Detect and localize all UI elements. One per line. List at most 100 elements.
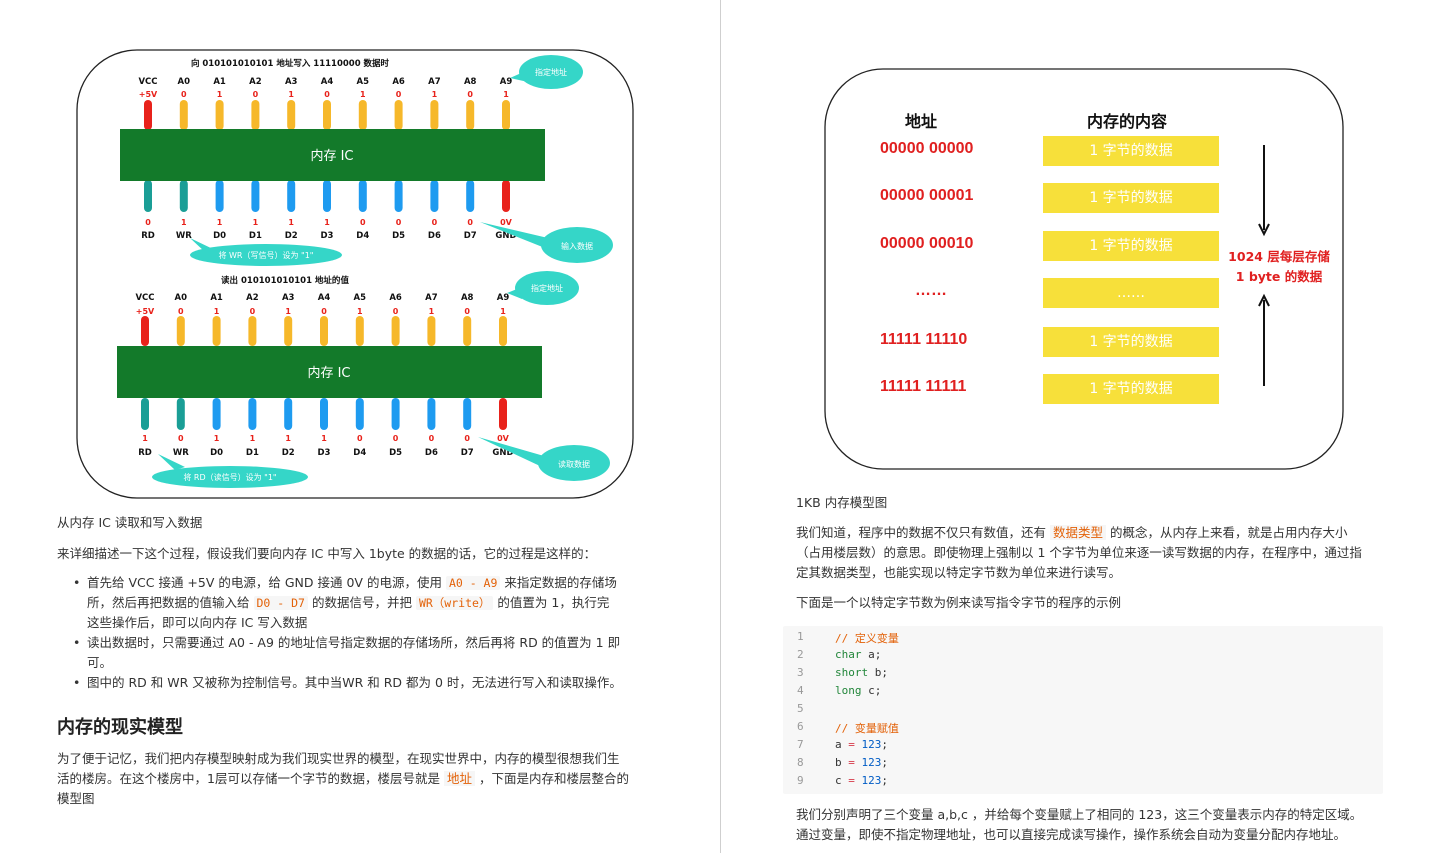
intro-paragraph: 来详细描述一下这个过程，假设我们要向内存 IC 中写入 1byte 的数据的话，… xyxy=(57,546,597,561)
bottom-pin xyxy=(176,398,185,430)
bottom-pin xyxy=(391,398,400,430)
top-pin xyxy=(284,316,293,346)
pin-label: A8 xyxy=(461,293,474,303)
code-comment: // 变量赋值 xyxy=(835,722,899,735)
pin-label: A4 xyxy=(321,77,334,87)
memory-ic-chip xyxy=(117,346,542,398)
bottom-pin xyxy=(499,398,507,430)
bottom-pin xyxy=(358,180,367,212)
pin-value: 1 xyxy=(288,218,294,227)
memory-address: 11111 11111 xyxy=(880,378,967,395)
top-pin xyxy=(141,316,149,346)
page-divider xyxy=(720,0,721,853)
pin-label: A9 xyxy=(497,293,510,303)
bubble-addr-1: 指定地址 xyxy=(510,55,583,89)
top-pin xyxy=(463,316,472,346)
memory-cell: 1 字节的数据 xyxy=(1043,183,1219,213)
bottom-pin xyxy=(466,180,475,212)
write-chip-group: VCC+5V0RDA001WRA111D0A201D1A311D2A401D3A… xyxy=(120,77,545,241)
svg-text:输入数据: 输入数据 xyxy=(561,241,593,251)
pin-value: 0 xyxy=(432,218,438,227)
bubble-read: 读取数据 xyxy=(478,437,610,481)
svg-text:指定地址: 指定地址 xyxy=(531,283,563,293)
top-pin xyxy=(430,100,439,130)
memory-model-caption: 1KB 内存模型图 xyxy=(796,495,888,510)
pin-value: +5V xyxy=(136,307,155,316)
read-chip-group: VCC+5V1RDA000WRA111D0A201D1A311D2A401D3A… xyxy=(117,293,542,458)
line-number: 3 xyxy=(797,666,804,679)
bottom-pin xyxy=(179,180,188,212)
pin-label: D0 xyxy=(210,448,223,458)
pin-value: 0 xyxy=(467,90,473,99)
pin-label: A3 xyxy=(282,293,295,303)
diagram-caption: 从内存 IC 读取和写入数据 xyxy=(57,515,203,530)
model-paragraph: 为了便于记忆，我们把内存模型映射成为我们现实世界的模型，在现实世界中，内存的模型… xyxy=(57,751,629,806)
pin-label: GND xyxy=(492,448,513,458)
bottom-pin xyxy=(323,180,331,212)
top-pin xyxy=(394,100,403,130)
memory-cell: 1 字节的数据 xyxy=(1043,327,1219,357)
bottom-pin xyxy=(212,398,221,430)
line-number: 8 xyxy=(797,756,804,769)
pin-label: D7 xyxy=(464,231,477,241)
pin-value: 1 xyxy=(285,307,291,316)
top-pin xyxy=(144,100,152,130)
datatype-paragraph: 我们知道，程序中的数据不仅只有数值，还有 数据类型 的概念，从内存上来看，就是占… xyxy=(796,525,1362,580)
bottom-pin xyxy=(463,398,472,430)
inline-code: WR（write） xyxy=(415,596,494,610)
pin-value: 0 xyxy=(357,434,363,443)
pin-value: 1 xyxy=(217,218,223,227)
top-pin xyxy=(466,100,475,130)
pin-value: 0 xyxy=(324,90,330,99)
steps-list: 首先给 VCC 接通 +5V 的电源，给 GND 接通 0V 的电源，使用 A0… xyxy=(57,573,677,693)
svg-text:将 WR（写信号）设为 "1": 将 WR（写信号）设为 "1" xyxy=(218,250,313,260)
pin-label: A5 xyxy=(354,293,367,303)
top-pin xyxy=(176,316,185,346)
code-comment: // 定义变量 xyxy=(835,632,899,645)
variables-paragraph: 我们分别声明了三个变量 a,b,c ，并给每个变量赋上了相同的 123，这三个变… xyxy=(796,807,1363,842)
pin-label: RD xyxy=(138,448,152,458)
bottom-pin xyxy=(502,180,510,212)
memory-cell: …… xyxy=(1043,278,1219,308)
left-page: 向 010101010101 地址写入 11110000 数据时 读出 0101… xyxy=(0,0,720,853)
line-number: 9 xyxy=(797,774,804,787)
pin-label: D6 xyxy=(425,448,438,458)
chip-label: 内存 IC xyxy=(307,365,350,381)
pin-value: 1 xyxy=(214,307,220,316)
pin-value: 1 xyxy=(217,90,223,99)
pin-value: 0 xyxy=(393,307,399,316)
pin-value: 1 xyxy=(250,434,256,443)
pin-value: 1 xyxy=(181,218,187,227)
line-number: 1 xyxy=(797,630,804,643)
pin-value: 0 xyxy=(360,218,366,227)
line-number: 2 xyxy=(797,648,804,661)
pin-label: D4 xyxy=(356,231,369,241)
pin-value: 1 xyxy=(432,90,438,99)
line-number: 6 xyxy=(797,720,804,733)
pin-label: A9 xyxy=(500,77,513,87)
pin-value: 0V xyxy=(497,434,510,443)
section-heading: 内存的现实模型 xyxy=(57,717,183,738)
pin-label: A4 xyxy=(318,293,331,303)
example-intro: 下面是一个以特定字节数为例来读写指令字节的程序的示例 xyxy=(796,595,1122,610)
inline-code: A0 - A9 xyxy=(445,576,501,590)
top-pin xyxy=(502,100,510,130)
pin-value: 1 xyxy=(288,90,294,99)
pin-value: 1 xyxy=(321,434,327,443)
pin-value: 1 xyxy=(357,307,363,316)
list-item: 读出数据时，只需要通过 A0 - A9 的地址信号指定数据的存储场所，然后再将 … xyxy=(57,633,677,673)
bottom-pin xyxy=(287,180,296,212)
pin-value: 0 xyxy=(396,218,402,227)
pin-label: A7 xyxy=(428,77,441,87)
bottom-pin xyxy=(251,180,260,212)
pin-label: D4 xyxy=(353,448,366,458)
pin-label: D7 xyxy=(461,448,474,458)
inline-code: D0 - D7 xyxy=(253,596,308,610)
top-pin xyxy=(391,316,400,346)
top-pin xyxy=(215,100,224,130)
top-pin xyxy=(323,100,331,130)
top-pin xyxy=(499,316,507,346)
bottom-pin xyxy=(394,180,403,212)
pin-value: 0V xyxy=(500,218,513,227)
